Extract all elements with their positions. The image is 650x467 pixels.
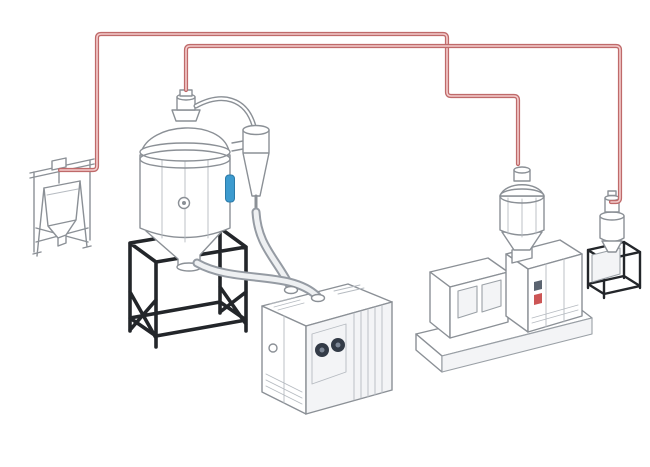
supply-air-hose-inner bbox=[194, 260, 320, 299]
bag-station-bin-seam bbox=[46, 188, 79, 196]
dryer-top-vents bbox=[269, 284, 365, 311]
dryer-front-panel-lines bbox=[265, 315, 303, 405]
bag-station-trolley bbox=[51, 157, 67, 184]
cyclone-top bbox=[242, 124, 270, 136]
vacuum-loader-station bbox=[586, 190, 642, 300]
injection-molding-machine bbox=[415, 166, 593, 373]
dryer-side-panel-outline bbox=[311, 323, 347, 385]
hopper-band-ring bbox=[139, 149, 231, 169]
material-conveying-pipes bbox=[57, 31, 623, 205]
dryer-hose-socket-right bbox=[310, 293, 326, 303]
receiver-clamp-ring bbox=[499, 188, 545, 204]
clamp-gate-window-1 bbox=[457, 285, 478, 319]
cyclone-separator bbox=[193, 96, 270, 217]
control-cabinet-door-lines bbox=[531, 258, 579, 328]
machine-base-side bbox=[441, 317, 593, 373]
small-loader-top bbox=[599, 211, 625, 221]
loader-stand-frame bbox=[586, 240, 642, 300]
bag-dump-station bbox=[29, 157, 95, 257]
hopper-loader-base bbox=[171, 109, 201, 122]
hopper-flange-ring bbox=[139, 142, 231, 162]
conveying-pipe-1-outer bbox=[57, 31, 521, 173]
cyclone-inlet-hose-inner bbox=[194, 97, 256, 128]
receiver-body-seams bbox=[507, 197, 537, 238]
cyclone-bracket bbox=[231, 140, 244, 152]
machine-display bbox=[534, 280, 542, 291]
machine-red-button bbox=[534, 293, 542, 305]
receiver-cap-top bbox=[513, 166, 531, 174]
dryer-knob bbox=[268, 343, 278, 353]
dryer-gauge-left-center bbox=[319, 347, 325, 353]
conveying-pipe-1-inner bbox=[59, 33, 519, 171]
small-loader-cone bbox=[601, 240, 623, 253]
small-loader-cap bbox=[607, 190, 617, 197]
hopper-slide-valve bbox=[225, 174, 235, 203]
process-air-hoses bbox=[192, 207, 326, 303]
conveying-pipe-2-inner bbox=[185, 45, 621, 203]
dehumidifying-dryer bbox=[261, 283, 393, 415]
hopper-sight-glass-dot bbox=[182, 201, 186, 205]
dryer-hose-socket-left bbox=[283, 285, 299, 295]
dryer-side-face bbox=[305, 301, 393, 415]
dryer-side-grill bbox=[353, 304, 383, 401]
clamp-gate-window-2 bbox=[481, 279, 502, 313]
bag-station-bin bbox=[43, 180, 81, 247]
machine-receiver bbox=[499, 166, 545, 264]
dryer-gauge-right-center bbox=[335, 342, 341, 348]
cyclone-body bbox=[242, 129, 270, 197]
small-loader-motor-top bbox=[604, 194, 620, 202]
